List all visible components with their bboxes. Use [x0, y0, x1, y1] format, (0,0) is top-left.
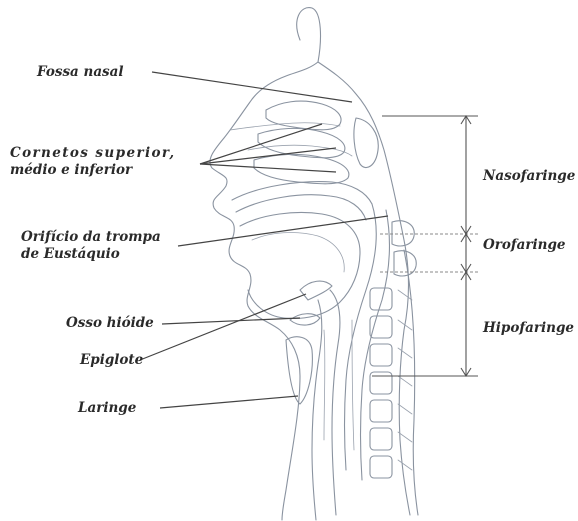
cervical-vertebrae [370, 221, 418, 515]
label-orificio-line1: Orifício da trompa [21, 229, 161, 246]
leader-lines [140, 72, 388, 408]
label-osso-hioide: Osso hióide [66, 315, 154, 332]
label-nasofaringe: Nasofaringe [483, 168, 575, 185]
label-cornetos-line2: médio e inferior [10, 162, 176, 179]
label-orificio-trompa: Orifício da trompa de Eustáquio [21, 229, 161, 263]
label-orofaringe: Orofaringe [483, 237, 566, 254]
pharynx-bracket [372, 116, 478, 376]
head-outline [210, 8, 410, 520]
label-cornetos-line1: Cornetos superior, [10, 145, 176, 162]
label-cornetos: Cornetos superior, médio e inferior [10, 145, 176, 179]
label-orificio-line2: de Eustáquio [21, 246, 161, 263]
oral-cavity [232, 182, 372, 319]
label-hipofaringe: Hipofaringe [483, 320, 574, 337]
label-fossa-nasal: Fossa nasal [37, 64, 124, 81]
pharynx-tubes [286, 204, 389, 520]
label-laringe: Laringe [78, 400, 136, 417]
label-epiglote: Epiglote [80, 352, 143, 369]
